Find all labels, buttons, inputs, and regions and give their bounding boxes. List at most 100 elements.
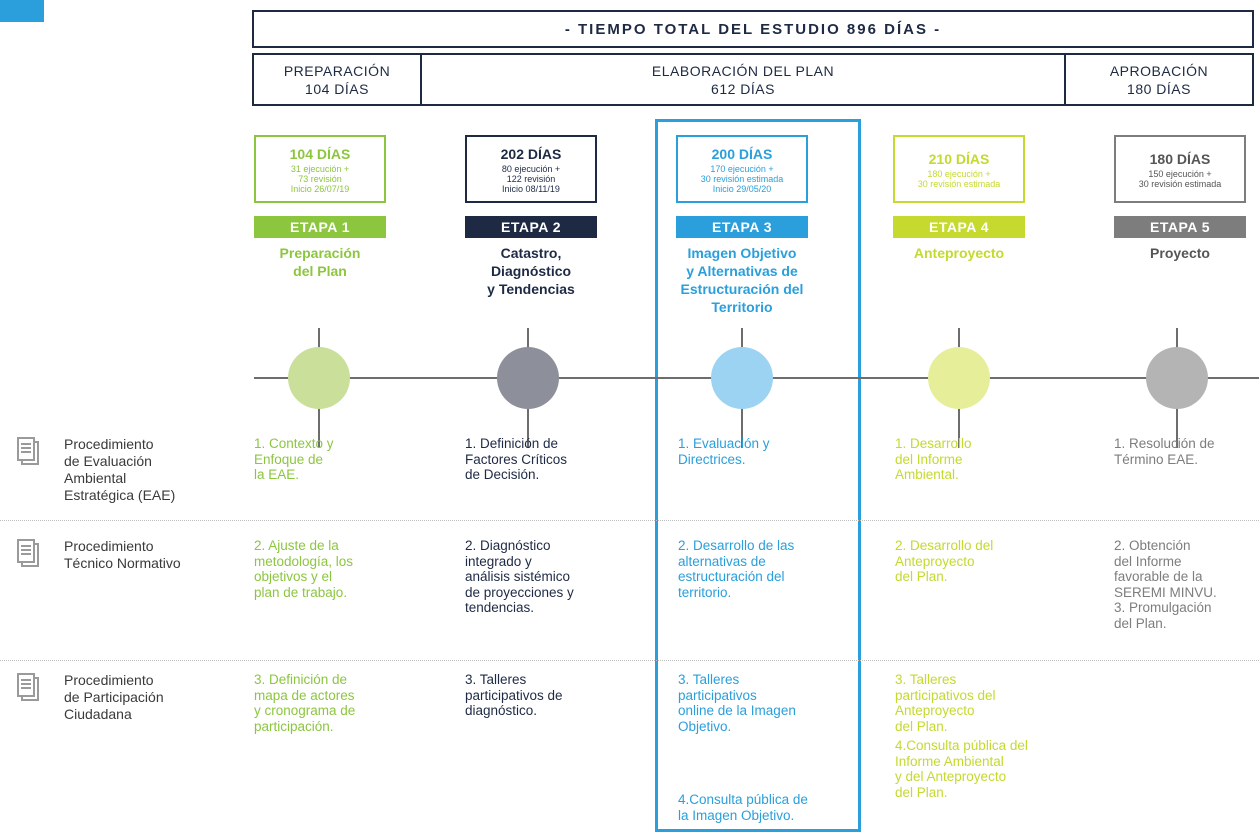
stage-days: 200 DÍAS xyxy=(711,146,773,162)
item-line: Anteproyecto xyxy=(895,703,975,718)
phase-days: 104 DÍAS xyxy=(305,80,369,97)
stage-detail-2: 73 revisión xyxy=(298,174,342,184)
item-line: integrado y xyxy=(465,553,532,569)
item-line: 1. Evaluación y xyxy=(678,436,770,451)
corner-marker xyxy=(0,0,44,22)
item-line: del Plan. xyxy=(895,718,948,734)
item-line: 4.Consulta pública del xyxy=(895,738,1028,753)
stage3-highlight-frame xyxy=(655,119,861,832)
stage-detail-1: 31 ejecución + xyxy=(290,164,350,174)
document-icon xyxy=(17,673,39,701)
stage5-days-card: 180 DÍAS 150 ejecución + 30 revisión est… xyxy=(1114,135,1246,203)
stage3-circle xyxy=(711,347,773,409)
procedure-eae-label: Procedimiento de Evaluación Ambiental Es… xyxy=(64,436,175,504)
phase-elaboracion: ELABORACIÓN DEL PLAN 612 DÍAS xyxy=(420,53,1066,106)
stage5-circle xyxy=(1146,347,1208,409)
stage1-circle xyxy=(288,347,350,409)
stage-detail-2: 122 revisión xyxy=(506,174,556,184)
eae-stage2-item: 1. Definición de Factores Críticos de De… xyxy=(465,436,567,483)
total-time-text: - TIEMPO TOTAL DEL ESTUDIO 896 DÍAS - xyxy=(564,20,942,38)
item-line: tendencias. xyxy=(465,600,535,615)
stage4-badge: ETAPA 4 xyxy=(893,216,1025,238)
stage3-title: Imagen Objetivo y Alternativas de Estruc… xyxy=(652,244,832,316)
stage-title-line: y Tendencias xyxy=(487,281,575,297)
procedure-tecnico-label: Procedimiento Técnico Normativo xyxy=(64,538,181,572)
item-line: 1. Definición de xyxy=(465,436,559,451)
stage-detail-3: Inicio 08/11/19 xyxy=(502,184,560,194)
stage4-title: Anteproyecto xyxy=(869,244,1049,262)
item-line: del Plan. xyxy=(895,784,948,800)
item-line: alternativas de xyxy=(678,553,766,569)
item-line: del Plan. xyxy=(895,569,948,584)
stage4-days-card: 210 DÍAS 180 ejecución + 30 revisión est… xyxy=(893,135,1025,203)
phase-name: PREPARACIÓN xyxy=(283,62,391,79)
item-line: 1. Contexto y xyxy=(254,436,334,451)
stage-detail-3: Inicio 26/07/19 xyxy=(290,184,350,194)
phase-days: 612 DÍAS xyxy=(711,80,775,97)
item-line: del Informe xyxy=(1114,553,1182,569)
procedure-line: de Participación xyxy=(64,689,164,705)
item-line: 2. Diagnóstico xyxy=(465,538,551,553)
stage-title-line: Anteproyecto xyxy=(913,245,1005,261)
item-line: 3. Promulgación xyxy=(1114,600,1212,615)
tecnico-stage1-item: 2. Ajuste de la metodología, los objetiv… xyxy=(254,538,353,600)
procedure-line: Procedimiento xyxy=(64,672,154,688)
stage-detail-1: 170 ejecución + xyxy=(710,164,774,174)
stage1-title: Preparación del Plan xyxy=(230,244,410,280)
item-line: participativos de xyxy=(465,687,563,703)
item-line: y del Anteproyecto xyxy=(895,769,1007,784)
stage2-circle xyxy=(497,347,559,409)
item-line: y cronograma de xyxy=(254,703,356,718)
procedure-line: Ambiental xyxy=(64,470,127,486)
participacion-stage3-consulta: 4.Consulta pública de la Imagen Objetivo… xyxy=(678,792,808,823)
item-line: la EAE. xyxy=(254,467,300,482)
item-line: 2. Desarrollo del xyxy=(895,538,994,553)
stage-days: 202 DÍAS xyxy=(500,146,562,162)
item-line: de Decisión. xyxy=(465,467,540,482)
item-line: diagnóstico. xyxy=(465,703,538,718)
stage-title-line: Proyecto xyxy=(1150,245,1210,261)
procedure-line: Técnico Normativo xyxy=(64,555,181,571)
phase-name: ELABORACIÓN DEL PLAN xyxy=(651,62,835,79)
phase-aprobacion: APROBACIÓN 180 DÍAS xyxy=(1064,53,1254,106)
stage-title-line: Preparación xyxy=(279,245,361,261)
stage-title-line: del Plan xyxy=(293,263,347,279)
item-line: análisis sistémico xyxy=(465,569,571,584)
participacion-stage1-item: 3. Definición de mapa de actores y crono… xyxy=(254,672,355,734)
row-divider xyxy=(0,520,1259,521)
stage-detail-2: 30 revisión estimada xyxy=(917,179,1001,189)
document-icon xyxy=(17,539,39,567)
stage-title-line: Diagnóstico xyxy=(490,263,572,279)
item-line: territorio. xyxy=(678,584,732,600)
row-divider xyxy=(0,660,1259,661)
item-line: Enfoque de xyxy=(254,451,324,467)
procedure-line: Estratégica (EAE) xyxy=(64,487,176,503)
stage-title-line: y Alternativas de xyxy=(686,263,798,279)
phase-name: APROBACIÓN xyxy=(1109,62,1209,79)
item-line: 3. Talleres xyxy=(895,672,957,687)
stage-title-line: Territorio xyxy=(711,299,773,315)
item-line: metodología, los xyxy=(254,553,354,569)
item-line: Informe Ambiental xyxy=(895,753,1004,769)
item-line: estructuración del xyxy=(678,569,785,584)
item-line: 2. Obtención xyxy=(1114,538,1191,553)
eae-stage4-item: 1. Desarrollo del Informe Ambiental. xyxy=(895,436,972,483)
document-icon xyxy=(17,437,39,465)
eae-stage1-item: 1. Contexto y Enfoque de la EAE. xyxy=(254,436,334,483)
stage-detail-1: 150 ejecución + xyxy=(1148,169,1212,179)
participacion-stage2-item: 3. Talleres participativos de diagnóstic… xyxy=(465,672,563,719)
eae-stage3-item: 1. Evaluación y Directrices. xyxy=(678,436,770,467)
stage4-circle xyxy=(928,347,990,409)
phase-days: 180 DÍAS xyxy=(1127,80,1191,97)
item-line: 1. Resolución de xyxy=(1114,436,1215,451)
total-time-banner: - TIEMPO TOTAL DEL ESTUDIO 896 DÍAS - xyxy=(252,10,1254,48)
stage-days: 104 DÍAS xyxy=(289,146,351,162)
stage-days: 180 DÍAS xyxy=(1149,151,1211,167)
stage2-badge: ETAPA 2 xyxy=(465,216,597,238)
stage1-badge: ETAPA 1 xyxy=(254,216,386,238)
item-line: 3. Talleres xyxy=(678,672,740,687)
item-line: de proyecciones y xyxy=(465,584,574,600)
stage3-days-card: 200 DÍAS 170 ejecución + 30 revisión est… xyxy=(676,135,808,203)
procedure-line: Ciudadana xyxy=(64,706,132,722)
item-line: 3. Talleres xyxy=(465,672,527,687)
